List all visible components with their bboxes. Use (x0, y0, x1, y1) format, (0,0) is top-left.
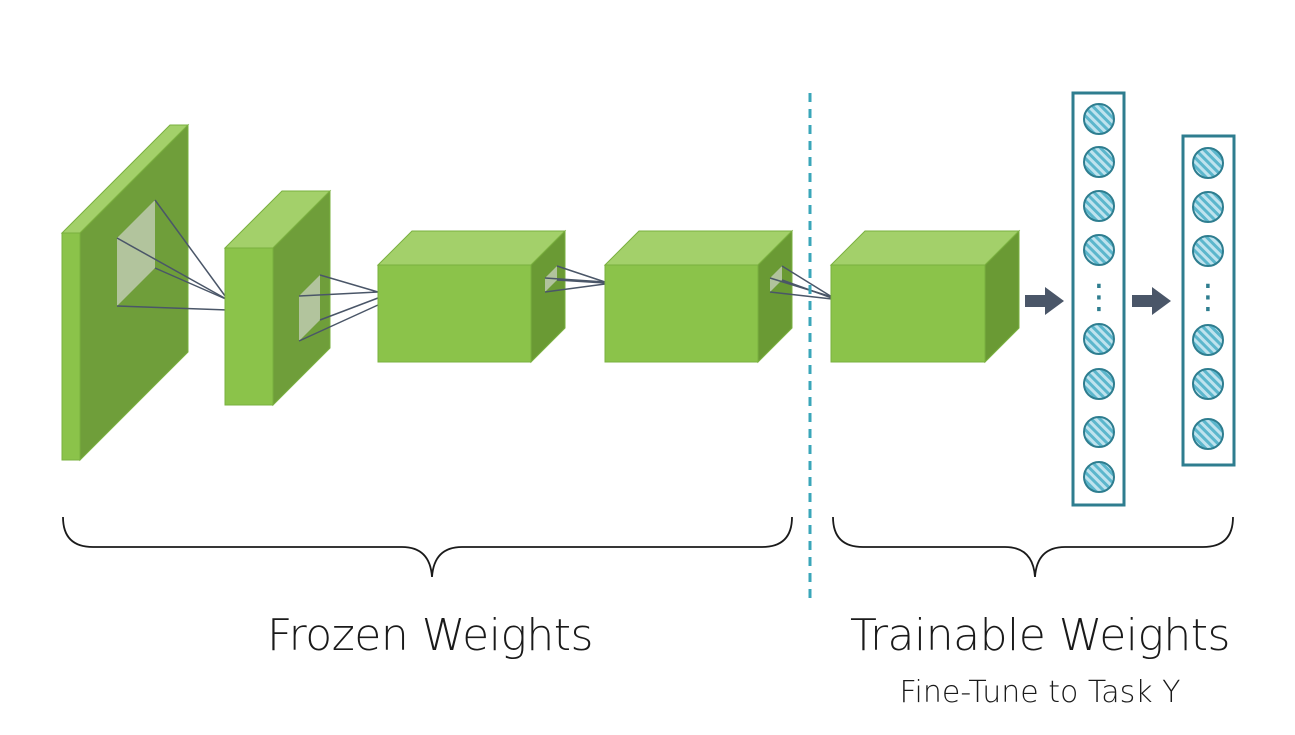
frozen-brace (62, 516, 793, 578)
trainable-weights-label: Trainable Weights (850, 610, 1230, 661)
fine-tune-subtitle: Fine-Tune to Task Y (899, 675, 1181, 710)
connectors-4 (769, 265, 833, 300)
arrow-right-icon (1025, 287, 1064, 315)
neuron (1192, 235, 1224, 267)
neuron (1192, 147, 1224, 179)
trainable-conv-layer (829, 229, 1021, 364)
ellipsis-dots: ⋮ (1191, 277, 1225, 317)
neuron (1192, 191, 1224, 223)
neuron (1192, 418, 1224, 450)
conv-layer-3 (376, 229, 567, 364)
frozen-weights-label: Frozen Weights (267, 610, 593, 661)
neuron (1083, 368, 1115, 400)
neuron (1192, 324, 1224, 356)
connectors-3 (544, 265, 606, 293)
receptive-field-2 (299, 275, 320, 341)
neuron (1083, 461, 1115, 493)
ellipsis-dots: ⋮ (1082, 277, 1116, 317)
arrow-right-icon (1132, 287, 1171, 315)
receptive-field-4 (770, 266, 782, 292)
hidden-layer-vector: ⋮ (1071, 91, 1126, 507)
receptive-field-1 (117, 200, 155, 306)
conv-layer-2 (223, 189, 332, 407)
neuron (1083, 190, 1115, 222)
neuron (1083, 416, 1115, 448)
connectors-1 (116, 199, 229, 311)
neuron (1083, 323, 1115, 355)
neuron (1192, 368, 1224, 400)
trainable-brace (832, 516, 1234, 578)
neuron (1083, 146, 1115, 178)
neuron (1083, 103, 1115, 135)
input-feature-plane (60, 123, 190, 462)
output-layer-vector: ⋮ (1181, 134, 1236, 467)
neuron (1083, 234, 1115, 266)
connectors-2 (298, 274, 379, 342)
conv-layer-4 (603, 229, 794, 364)
